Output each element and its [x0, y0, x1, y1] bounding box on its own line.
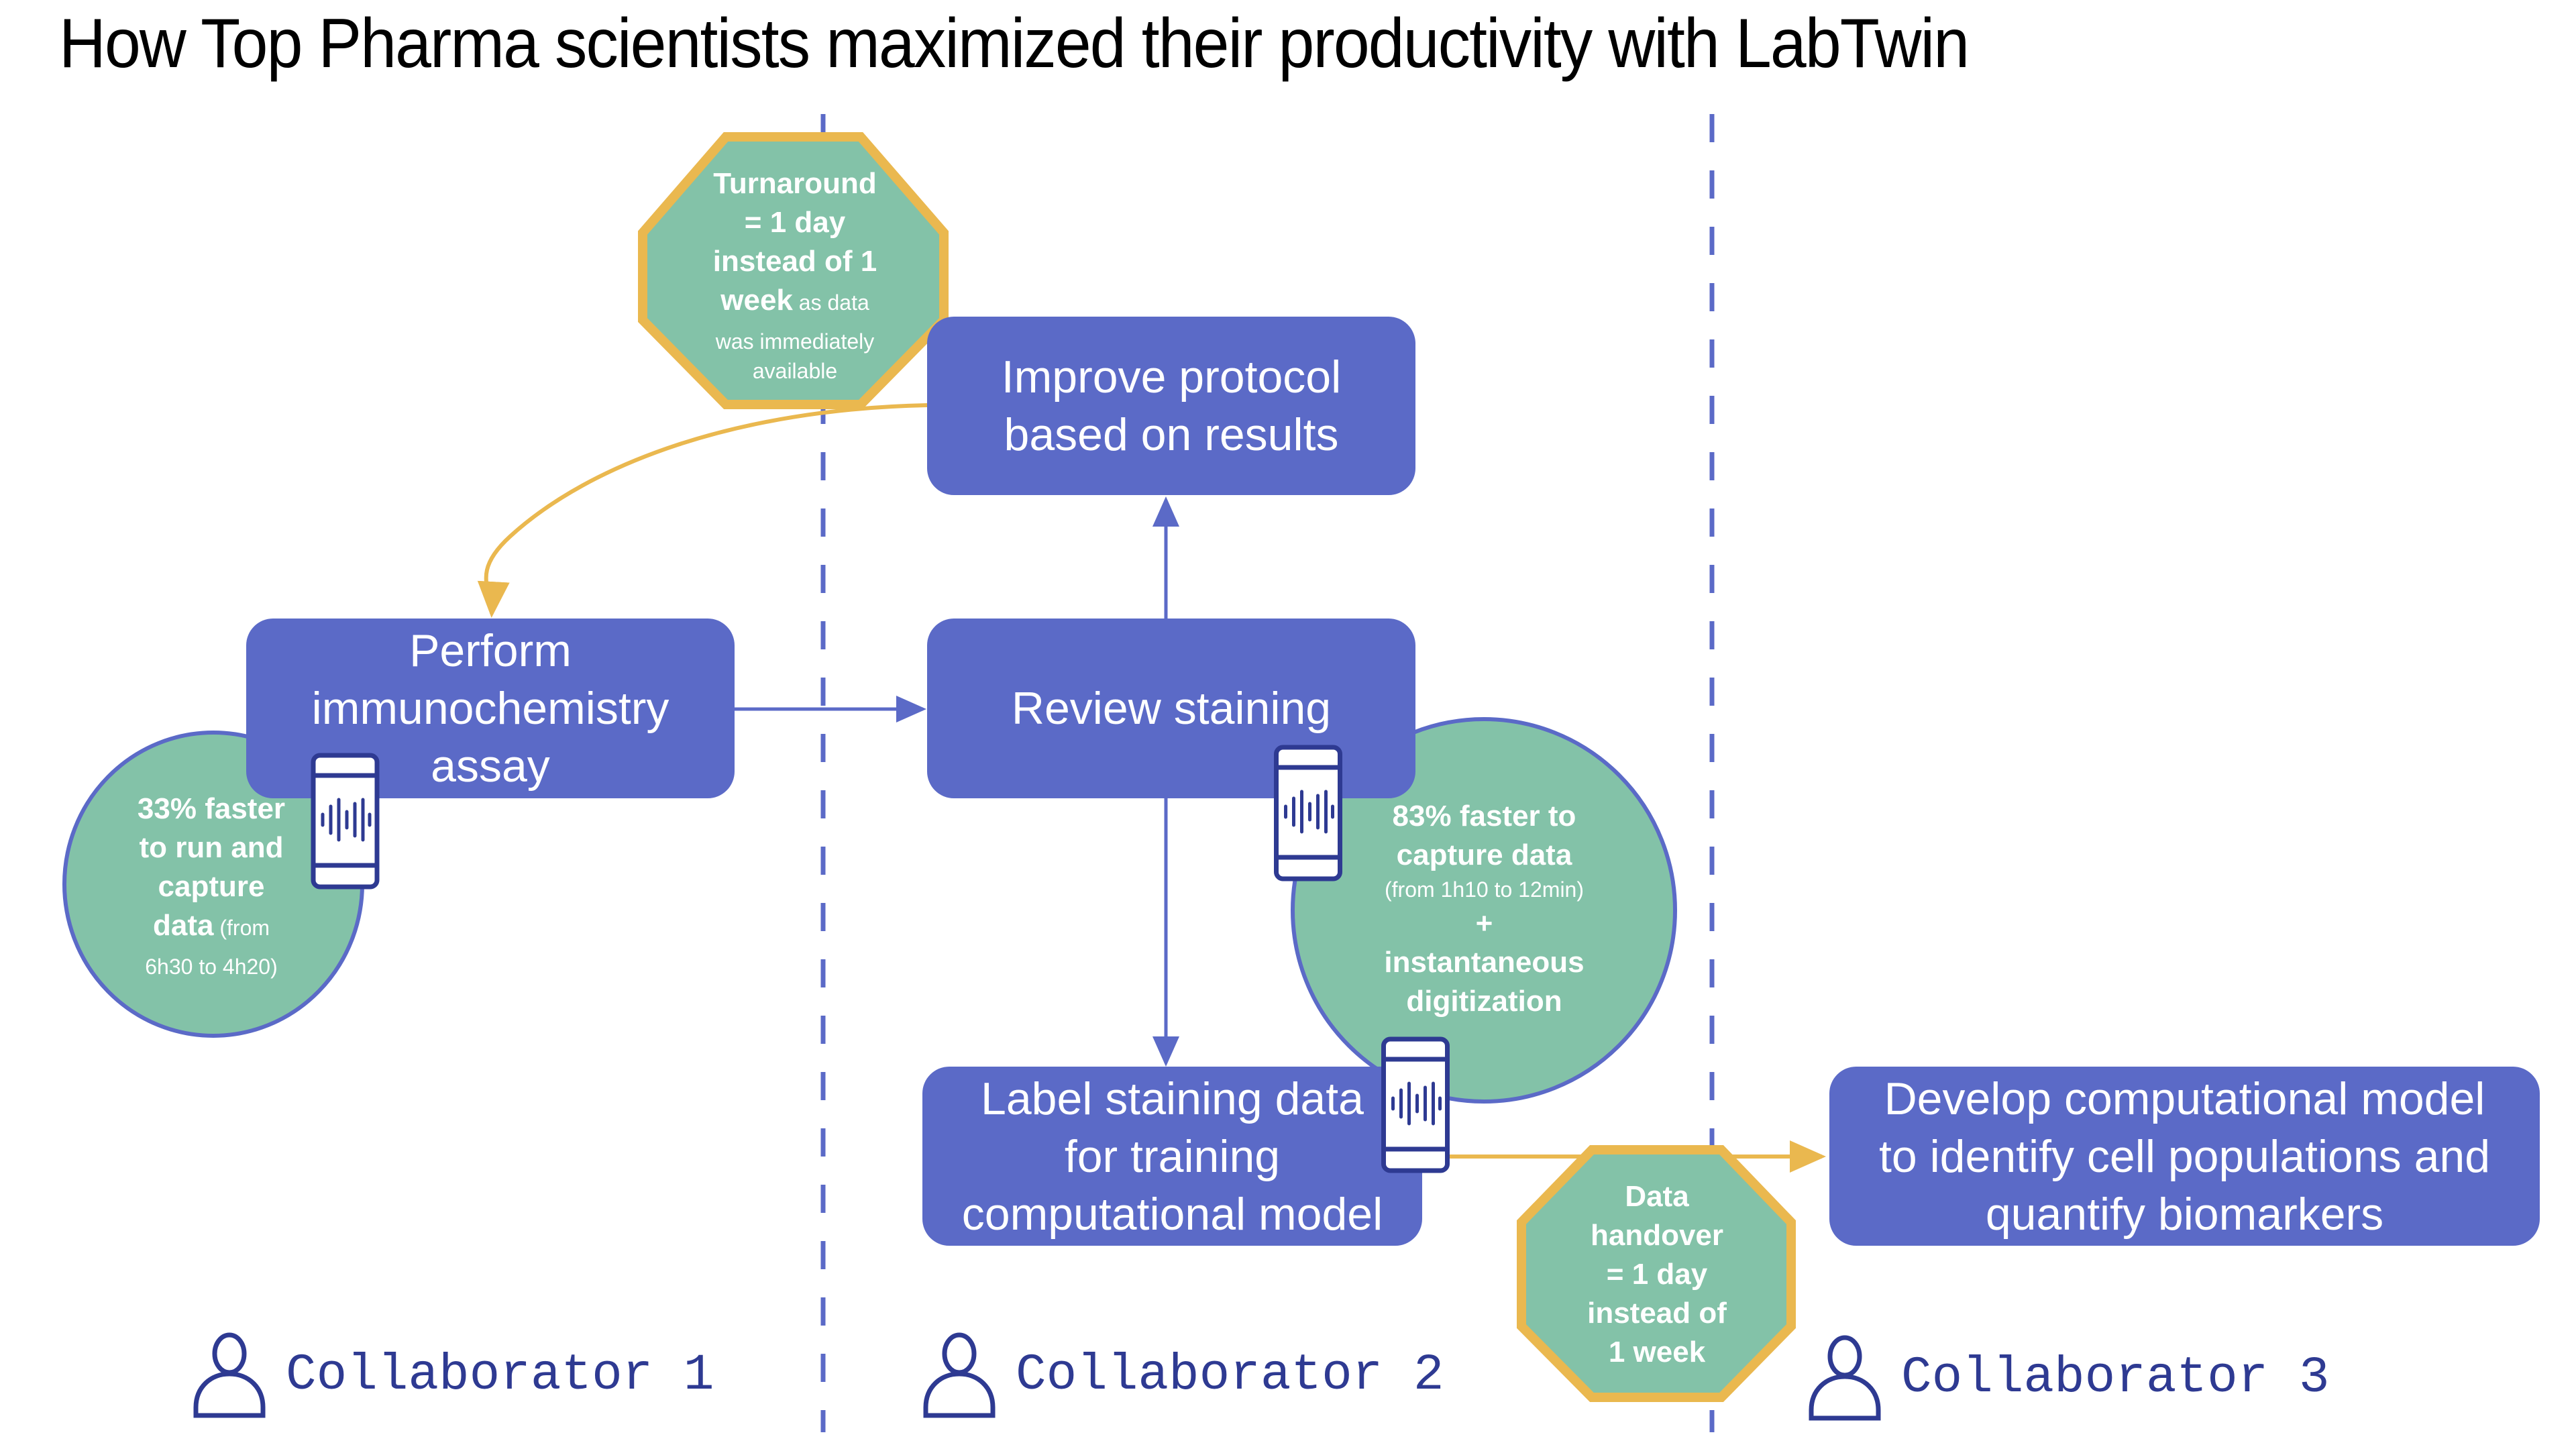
collaborator-1: Collaborator 1	[192, 1332, 714, 1418]
handover-stat: Data handover = 1 day instead of 1 week	[1536, 1167, 1778, 1382]
step-text-line: Review staining	[1011, 683, 1332, 734]
stat-line: instantaneous	[1384, 946, 1585, 979]
stat-line: instead of 1	[712, 245, 877, 278]
step-text-line: to identify cell populations and	[1878, 1130, 2491, 1182]
stat-line: = 1 day	[744, 206, 846, 239]
step-text-line: Improve protocol	[1001, 352, 1342, 402]
step-text-line: assay	[431, 741, 550, 792]
stat-line: digitization	[1406, 985, 1562, 1018]
step-text-line: immunochemistry	[311, 683, 669, 734]
stat-line: available	[752, 359, 838, 383]
person-icon	[923, 1332, 996, 1418]
stat-line: week	[720, 284, 793, 317]
collaborator-2: Collaborator 2	[922, 1332, 1444, 1418]
stat-line: 33% faster	[137, 792, 286, 825]
step-text-line: quantify biomarkers	[1985, 1188, 2384, 1240]
label-data-step: Label staining data for training computa…	[922, 1067, 1422, 1246]
page-title: How Top Pharma scientists maximized thei…	[59, 5, 1970, 83]
review-staining-step: Review staining	[927, 619, 1415, 798]
develop-model-step: Develop computational model to identify …	[1829, 1067, 2540, 1246]
assay-speed-stat: 33% faster to run and capture data (from…	[101, 785, 322, 986]
stat-line: handover	[1590, 1219, 1724, 1252]
stat-line: was immediately	[715, 329, 875, 354]
curved-feedback-arrow	[451, 406, 927, 614]
stat-line: 83% faster to	[1392, 800, 1576, 833]
step-text-line: based on results	[1004, 409, 1339, 460]
stat-line: Turnaround	[713, 167, 877, 200]
improve-protocol-step: Improve protocol based on results	[927, 317, 1415, 495]
stat-line: capture data	[1396, 839, 1572, 871]
stat-line: (from 1h10 to 12min)	[1384, 877, 1584, 902]
step-text-line: Develop computational model	[1884, 1073, 2485, 1124]
feedback-arrow	[477, 403, 928, 618]
phone-voice-icon	[311, 753, 380, 890]
stat-line: capture	[158, 870, 265, 903]
person-icon	[1809, 1335, 1881, 1421]
stat-line: 1 week	[1608, 1336, 1706, 1368]
collaborator-label: Collaborator 2	[1016, 1346, 1444, 1404]
person-icon	[193, 1332, 266, 1418]
stat-line: data	[152, 909, 214, 942]
phone-voice-icon	[1381, 1036, 1450, 1173]
collaborator-label: Collaborator 3	[1901, 1349, 2330, 1407]
capture-speed-stat: 83% faster to capture data (from 1h10 to…	[1335, 795, 1633, 1023]
arrow-improve-to-perform	[436, 405, 927, 614]
stat-line: Data	[1625, 1180, 1689, 1213]
collaborator-3: Collaborator 3	[1807, 1335, 2330, 1421]
turnaround-octagon	[638, 132, 949, 409]
step-text-line: for training	[1064, 1130, 1281, 1182]
capture-speed-circle	[1291, 717, 1677, 1104]
stat-line: to run and	[139, 831, 284, 864]
perform-assay-step: Perform immunochemistry assay	[246, 619, 735, 798]
step-text-line: Label staining data	[981, 1073, 1364, 1124]
turnaround-stat: Turnaround = 1 day instead of 1 week as …	[664, 161, 926, 389]
stat-line: = 1 day	[1606, 1258, 1708, 1291]
collaborator-label: Collaborator 1	[286, 1346, 714, 1404]
step-text-line: computational model	[961, 1188, 1383, 1240]
stat-line: (from	[213, 916, 270, 940]
stat-line: +	[1475, 907, 1493, 940]
step-text-line: Perform	[409, 625, 572, 676]
stat-line: 6h30 to 4h20)	[145, 955, 278, 979]
stat-line: instead of	[1587, 1297, 1727, 1330]
phone-voice-icon	[1274, 745, 1342, 881]
stat-line: as data	[792, 290, 869, 315]
handover-octagon	[1517, 1145, 1796, 1402]
